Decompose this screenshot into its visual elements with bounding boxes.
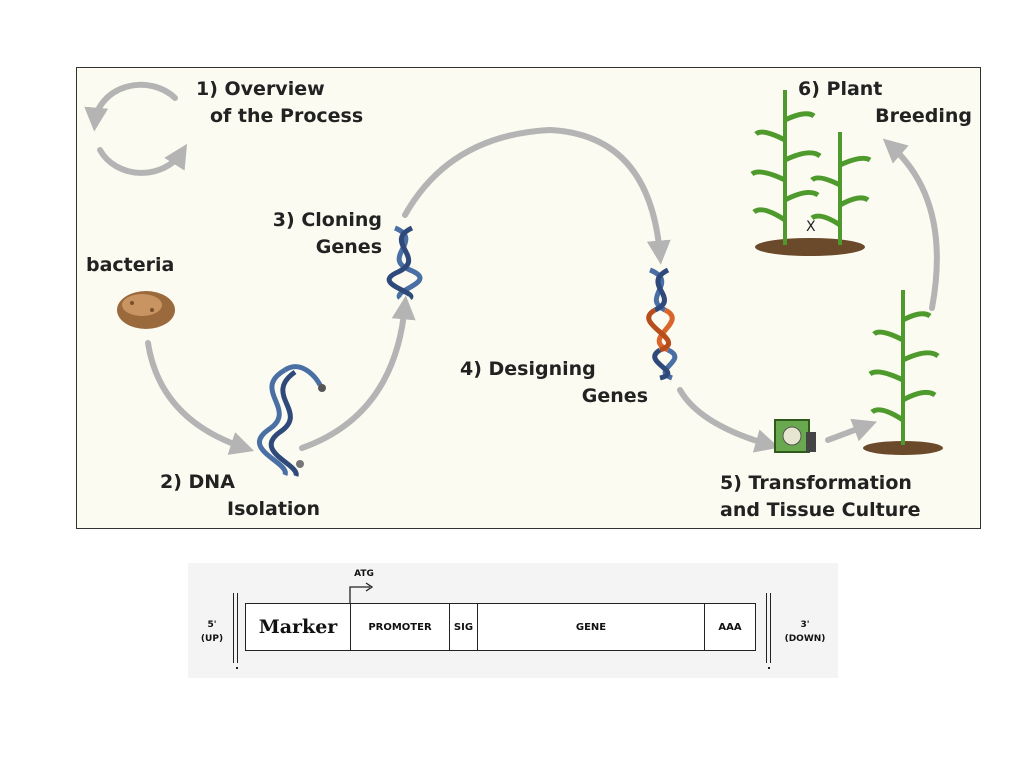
down-end-dot xyxy=(768,667,770,669)
step-3-line-1: 3) Cloning xyxy=(272,209,382,231)
cross-mark: X xyxy=(806,219,816,235)
step-2-label: 2) DNA Isolation xyxy=(160,469,320,523)
gene-segment: GENE xyxy=(477,603,705,651)
gene-construct-diagram: 5' (UP) Marker PROMOTER SIG GENE AAA ATG… xyxy=(188,563,838,678)
step-4-line-2: Genes xyxy=(581,385,648,407)
bacteria-icon xyxy=(117,291,175,329)
up-end-bar xyxy=(233,593,238,663)
cycle-icon xyxy=(84,81,188,176)
arrow-designing-to-transformation xyxy=(677,387,780,453)
step-5-line-2: and Tissue Culture xyxy=(720,499,921,521)
down-end-prime: 3' xyxy=(800,620,810,630)
step-1-label: 1) Overview of the Process xyxy=(196,76,363,130)
down-end-text: (DOWN) xyxy=(784,634,826,644)
marker-segment: Marker xyxy=(245,603,351,651)
arrow-dna-to-cloning xyxy=(299,295,416,451)
step-4-line-1: 4) Designing xyxy=(460,358,596,380)
promoter-segment: PROMOTER xyxy=(350,603,450,651)
up-end-label: 5' (UP) xyxy=(192,618,232,646)
arrow-plant-to-breeding xyxy=(882,138,940,311)
step-6-line-2: Breeding xyxy=(875,105,972,127)
atg-label: ATG xyxy=(354,569,374,579)
sig-segment: SIG xyxy=(449,603,478,651)
arrow-bacteria-to-dna xyxy=(145,340,255,455)
up-end-text: (UP) xyxy=(200,634,224,644)
cloned-dna-icon xyxy=(386,225,423,300)
step-3-line-2: Genes xyxy=(315,236,382,258)
step-2-line-2: Isolation xyxy=(227,498,320,520)
down-end-bar xyxy=(766,593,771,663)
tissue-culture-icon xyxy=(774,419,816,453)
aaa-segment: AAA xyxy=(704,603,756,651)
isolated-dna-icon xyxy=(257,364,326,477)
step-1-line-1: 1) Overview xyxy=(196,78,325,100)
atg-arrow-icon xyxy=(349,582,374,603)
down-end-label: 3' (DOWN) xyxy=(780,618,830,646)
step-3-label: 3) Cloning Genes xyxy=(240,207,382,261)
up-end-prime: 5' xyxy=(207,620,217,630)
breeding-plants-icon xyxy=(750,90,872,256)
step-2-line-1: 2) DNA xyxy=(160,471,235,493)
arrow-cloning-to-designing xyxy=(402,126,671,265)
process-diagram-panel xyxy=(76,67,981,529)
designed-dna-icon xyxy=(646,267,678,381)
step-6-line-1: 6) Plant xyxy=(798,78,883,100)
step-1-line-2: of the Process xyxy=(210,105,364,127)
step-6-label: 6) Plant Breeding xyxy=(790,76,972,130)
step-5-label: 5) Transformation and Tissue Culture xyxy=(720,470,921,524)
up-end-dot xyxy=(236,667,238,669)
step-4-label: 4) Designing Genes xyxy=(460,356,648,410)
bacteria-label: bacteria xyxy=(86,254,175,276)
step-5-line-1: 5) Transformation xyxy=(720,472,912,494)
transformed-plant-icon xyxy=(863,290,943,455)
arrow-transformation-to-plant xyxy=(825,418,877,443)
